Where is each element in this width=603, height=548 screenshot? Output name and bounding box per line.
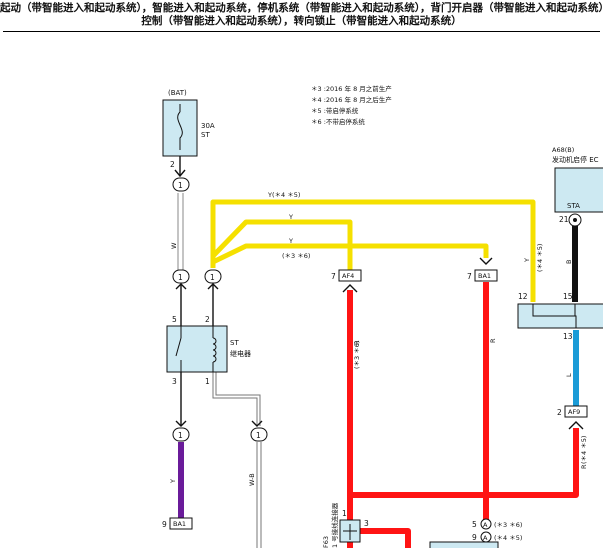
svg-text:BA1: BA1: [173, 520, 186, 528]
relay-pin-3: 3: [172, 377, 177, 386]
relay-switch-icon: [175, 326, 182, 372]
svg-text:1: 1: [178, 181, 183, 190]
svg-text:1: 1: [256, 431, 261, 440]
connector-ba1: 7 BA1: [467, 257, 498, 282]
fuse-source-label: (BAT): [168, 89, 187, 97]
note-6: ＊6 :不带启停系统: [311, 117, 365, 126]
title-line-2: 控制（带智能进入和起动系统），转向锁止（带智能进入和起动系统）: [141, 15, 462, 27]
label-r-af4-note: (＊3 ＊6): [353, 341, 361, 369]
svg-text:7: 7: [467, 272, 472, 281]
label-wb: W-B: [248, 473, 256, 486]
svg-text:A: A: [483, 521, 488, 529]
label-y-ecu: Y: [523, 258, 531, 263]
fuse-name: ST: [201, 131, 210, 139]
wire-labels: W Y(＊4 ＊5) Y Y (＊3 ＊6) R (＊3 ＊6) R Y (＊4…: [169, 191, 588, 486]
yellow-wire-low: [211, 243, 489, 265]
svg-text:A: A: [483, 534, 488, 542]
svg-text:1: 1: [210, 273, 215, 282]
svg-text:13: 13: [563, 332, 573, 341]
ecu-name: 发动机启停 EC: [552, 155, 599, 164]
junction-name: 1 号接线连接器: [330, 502, 339, 548]
svg-text:1: 1: [342, 509, 347, 518]
lower-box: [429, 541, 499, 548]
connector-round-wb: 1: [250, 427, 268, 442]
yellow-wire-top: [210, 199, 536, 302]
svg-text:1: 1: [178, 431, 183, 440]
connector-af4: 7 AF4: [331, 269, 362, 293]
connector-round-left: 1: [172, 269, 190, 284]
svg-text:AF9: AF9: [568, 408, 580, 416]
label-r-af4: R: [353, 340, 361, 345]
label-r-ba1: R: [489, 338, 497, 343]
svg-text:BA1: BA1: [478, 272, 491, 280]
fuse-st: (BAT) 30A ST 2: [162, 89, 215, 178]
connector-round-purple: 1: [172, 427, 190, 442]
fuse-rating: 30A: [201, 122, 215, 130]
yellow-wires: [210, 199, 536, 302]
label-y-purple: Y: [169, 479, 177, 484]
label-l-ecu: L: [565, 373, 573, 377]
svg-text:(＊4 ＊5): (＊4 ＊5): [494, 534, 522, 542]
relay-name: ST: [230, 339, 239, 347]
svg-text:AF4: AF4: [342, 272, 354, 280]
black-wires-relay: [180, 284, 214, 426]
note-4: ＊4 :2016 年 8 月之后生产: [311, 95, 392, 104]
svg-text:7: 7: [331, 272, 336, 281]
label-y-low: Y: [288, 237, 293, 245]
svg-text:9: 9: [472, 533, 477, 542]
junction-id: F63: [322, 536, 330, 548]
label-y-ecu-note: (＊4 ＊5): [536, 244, 544, 272]
label-y-low-note: (＊3 ＊6): [282, 252, 310, 260]
svg-text:1: 1: [178, 273, 183, 282]
junction-f63: F63 1 号接线连接器 1 3: [322, 502, 369, 548]
connector-a-bottom: 9 A (＊4 ＊5): [472, 531, 522, 543]
label-b-ecu: B: [565, 260, 573, 264]
fuse-pin-2: 2: [170, 160, 175, 169]
title-line-1: 起动（带智能进入和起动系统），智能进入和起动系统，停机系统（带智能进入和起动系统…: [0, 2, 603, 14]
label-w-fuse: W: [170, 242, 178, 249]
svg-text:3: 3: [364, 519, 369, 528]
svg-text:21: 21: [559, 215, 569, 224]
fuse-element-icon: [177, 111, 183, 150]
note-3: ＊3 :2016 年 8 月之前生产: [311, 84, 392, 93]
title-rule: [3, 31, 600, 32]
relay-st: 5 2 3 1 ST 继电器: [166, 315, 251, 386]
relay-subtitle: 继电器: [230, 349, 251, 358]
svg-text:5: 5: [472, 520, 477, 529]
svg-text:(＊3 ＊6): (＊3 ＊6): [494, 521, 522, 529]
relay-pin-1: 1: [205, 377, 210, 386]
relay-pin-5: 5: [172, 315, 177, 324]
connector-arrows: [175, 283, 263, 427]
svg-text:12: 12: [518, 292, 528, 301]
ecu-id: A68(B): [552, 146, 574, 154]
note-5: ＊5 :带启停系统: [311, 106, 359, 115]
label-y-mid: Y: [288, 213, 293, 221]
relay-pin-2: 2: [205, 315, 210, 324]
label-r-af9-note: (＊4 ＊5): [580, 436, 588, 464]
connector-round-right: 1: [204, 269, 222, 284]
red-wires: [347, 282, 579, 548]
connector-round-fuse: 1: [172, 177, 190, 192]
connector-a-top: 5 A (＊3 ＊6): [472, 518, 522, 530]
svg-text:15: 15: [563, 292, 573, 301]
ecu-junction-box: 12 15 13: [517, 292, 603, 341]
ecu-sta: STA: [567, 202, 580, 210]
connector-af9: 2 AF9: [557, 405, 588, 430]
label-r-af9: R: [580, 464, 588, 469]
label-y-top: Y(＊4 ＊5): [267, 191, 300, 199]
diagram-title: 起动（带智能进入和起动系统），智能进入和起动系统，停机系统（带智能进入和起动系统…: [0, 2, 603, 28]
white-wire-fuse: [177, 193, 184, 270]
svg-text:9: 9: [162, 520, 167, 529]
relay-coil-icon: [212, 326, 217, 372]
notes-legend: ＊3 :2016 年 8 月之前生产 ＊4 :2016 年 8 月之后生产 ＊5…: [311, 84, 392, 126]
ecu-a68: A68(B) 发动机启停 EC STA 21: [552, 146, 603, 227]
wb-wire: [212, 372, 262, 548]
red-wire-af9: [350, 428, 579, 498]
svg-text:2: 2: [557, 408, 562, 417]
connector-ba1-purple: 9 BA1: [162, 517, 193, 530]
red-wire-junction: [360, 528, 411, 548]
